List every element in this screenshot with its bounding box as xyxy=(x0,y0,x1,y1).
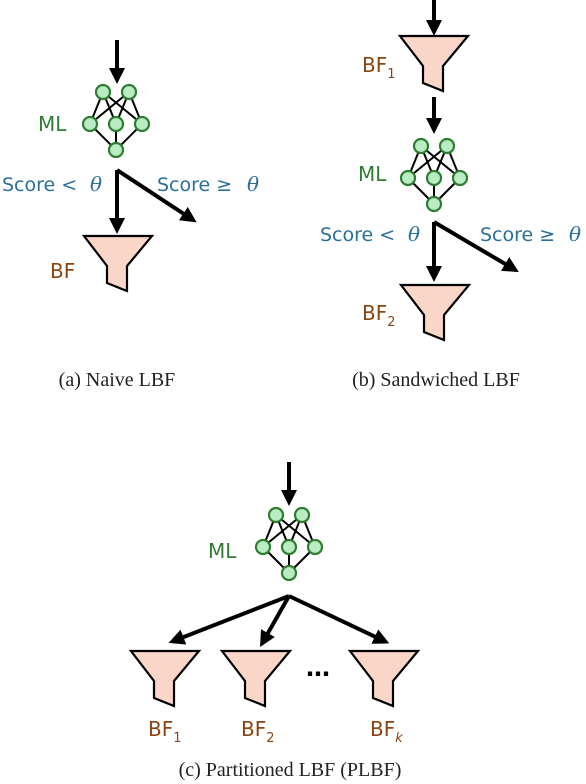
caption-sandwiched: (b) Sandwiched LBF xyxy=(352,369,520,391)
panel-sandwiched-lbf: BF1 ML Score < θ Score ≥ θ BF2 xyxy=(320,0,581,391)
ellipsis: … xyxy=(306,654,330,682)
bf1-label: BF1 xyxy=(362,53,396,82)
theta-symbol-left: θ xyxy=(90,172,102,196)
bloom-filter-k-funnel-icon xyxy=(347,649,421,708)
ml-label: ML xyxy=(38,112,67,136)
theta-symbol-left: θ xyxy=(408,222,420,246)
bloom-filter-1-funnel-icon xyxy=(128,649,202,708)
ml-label: ML xyxy=(208,539,237,563)
bloom-filter-2-funnel-icon xyxy=(219,649,293,708)
caption-naive: (a) Naive LBF xyxy=(59,369,176,391)
bloom-filter-funnel-icon xyxy=(81,234,155,293)
bloom-filter-2-funnel-icon xyxy=(398,283,472,342)
bf1-label: BF1 xyxy=(148,717,182,746)
partition-arrow-k xyxy=(288,594,390,644)
panel-naive-lbf: ML Score < θ Score ≥ θ BF (a) Naive LBF xyxy=(2,40,259,391)
ml-model-icon xyxy=(254,506,324,582)
bf2-label: BF2 xyxy=(241,717,275,746)
ml-model-icon xyxy=(81,83,151,159)
bfk-label: BFk xyxy=(370,717,403,746)
branch-arrow-right xyxy=(115,168,197,223)
bf-label: BF xyxy=(50,259,75,283)
theta-symbol-right: θ xyxy=(569,222,581,246)
score-below-threshold-label: Score < xyxy=(320,224,395,246)
ml-model-icon xyxy=(399,137,469,213)
ml-label: ML xyxy=(358,162,387,186)
caption-partitioned: (c) Partitioned LBF (PLBF) xyxy=(179,759,402,781)
partition-arrow-2 xyxy=(260,595,291,647)
bloom-filter-1-funnel-icon xyxy=(397,34,471,93)
score-below-threshold-label: Score < xyxy=(2,174,77,196)
branch-arrow-right xyxy=(432,220,519,273)
partition-arrow-1 xyxy=(168,594,290,645)
panel-partitioned-lbf: ML … BF1 BF2 BFk (c) Partitioned LBF (PL… xyxy=(128,462,421,781)
bf2-label: BF2 xyxy=(362,301,396,330)
score-above-threshold-label: Score ≥ xyxy=(480,224,555,246)
theta-symbol-right: θ xyxy=(247,172,259,196)
score-above-threshold-label: Score ≥ xyxy=(157,174,232,196)
